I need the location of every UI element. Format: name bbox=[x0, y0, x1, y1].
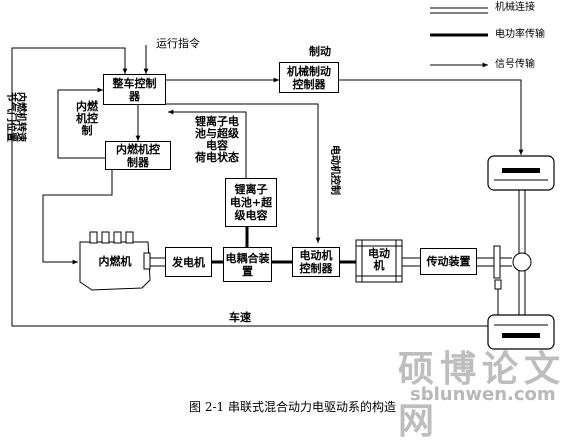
generator-box: 发电机 bbox=[165, 247, 212, 277]
legend-mechanical-label: 机械连接 bbox=[495, 2, 535, 13]
battery-status-label: 锂离子电 池与超级 电容 荷电状态 bbox=[195, 115, 239, 164]
speed-sensor bbox=[494, 279, 502, 290]
figure-caption: 图 2-1 串联式混合动力电驱动系的构造 bbox=[189, 400, 396, 414]
upper-wheel bbox=[487, 155, 555, 191]
motor-transmission-shaft bbox=[402, 257, 420, 267]
differential bbox=[512, 252, 532, 272]
engine-controller-box: 内燃机控 制器 bbox=[105, 141, 171, 170]
vehicle-controller-box: 整车控制 器 bbox=[103, 74, 166, 105]
motor-label: 电动 机 bbox=[368, 247, 390, 272]
mech-brake-controller-box: 机械制动 控制器 bbox=[279, 62, 339, 93]
engine-drawing bbox=[79, 231, 151, 291]
motor-control-arrow bbox=[166, 103, 321, 243]
legend-mechanical-line bbox=[430, 7, 488, 14]
engine-speed-feedback bbox=[57, 87, 115, 159]
motor-drawing bbox=[355, 239, 403, 283]
engine-label: 内燃机 bbox=[98, 255, 132, 268]
drive-axle bbox=[518, 190, 526, 315]
legend-power-label: 电功率传输 bbox=[495, 29, 545, 40]
engine-controller-to-engine bbox=[42, 170, 113, 265]
run-command-label: 运行指令 bbox=[156, 37, 200, 50]
transmission-box: 传动装置 bbox=[420, 248, 477, 275]
battery-status-arrow bbox=[168, 109, 247, 178]
diagram-canvas bbox=[11, 7, 555, 350]
motor-control-vertical-label: 电动机控制 bbox=[329, 145, 340, 195]
engine-speed-throttle-vertical-label: 内燃机转速 节气门位置 bbox=[5, 92, 26, 142]
engine-control-label: 内燃 机控 制 bbox=[76, 100, 98, 137]
brake-to-wheel-arrow bbox=[339, 79, 524, 155]
brake-disc bbox=[493, 245, 501, 279]
speed-label: 车速 bbox=[229, 311, 251, 324]
engine-generator-shaft bbox=[150, 257, 165, 267]
electric-coupler-box: 电耦合装 置 bbox=[223, 247, 272, 282]
legend-signal-label: 信号传输 bbox=[495, 59, 535, 70]
battery-supercap-box: 锂离子 电池+超 级电容 bbox=[225, 178, 277, 227]
lower-wheel bbox=[487, 314, 555, 350]
brake-label: 制动 bbox=[309, 45, 331, 58]
motor-controller-box: 电动机 控制器 bbox=[292, 247, 340, 277]
watermark-url: sblunwen.com bbox=[410, 384, 556, 405]
